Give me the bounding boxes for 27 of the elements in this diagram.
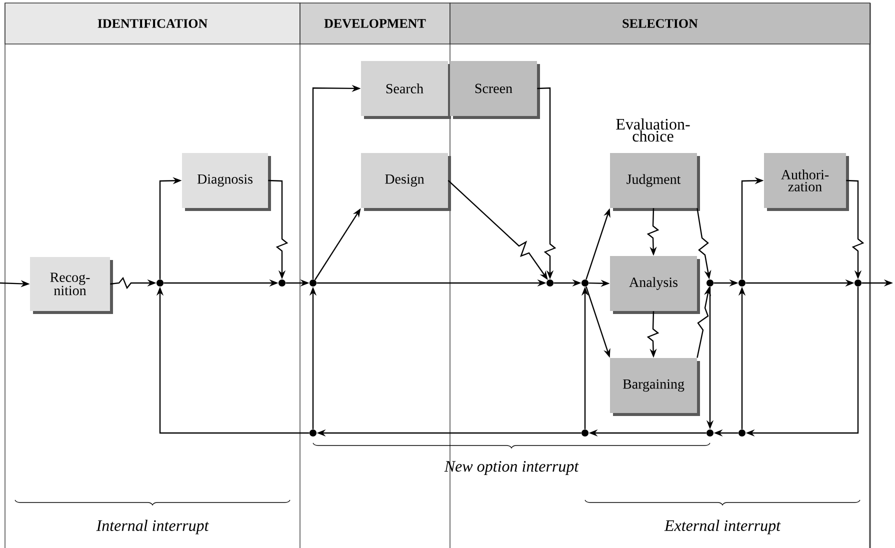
junction-dot bbox=[582, 280, 588, 286]
junction-dot bbox=[706, 280, 714, 286]
junction-dot bbox=[310, 430, 316, 436]
process-box: Bargaining bbox=[610, 358, 700, 416]
junction-dot bbox=[156, 280, 164, 286]
junction-dot bbox=[738, 280, 746, 286]
process-box: Authori- zation bbox=[764, 153, 849, 211]
process-box: Judgment bbox=[610, 153, 700, 211]
phase-header: DEVELOPMENT bbox=[300, 2, 450, 44]
process-box: Design bbox=[361, 153, 451, 211]
process-box: Diagnosis bbox=[182, 153, 271, 211]
junction-dot bbox=[582, 430, 588, 436]
interrupt-label: Internal interrupt bbox=[96, 520, 210, 534]
interrupt-label: External interrupt bbox=[664, 520, 781, 534]
junction-dot bbox=[738, 430, 746, 436]
junction-dot bbox=[310, 280, 316, 286]
junction-dot bbox=[706, 430, 714, 436]
process-box: Analysis bbox=[610, 256, 700, 314]
phase-header: IDENTIFICATION bbox=[4, 2, 300, 44]
phase-header: SELECTION bbox=[450, 2, 870, 44]
process-box: Recog- nition bbox=[30, 257, 113, 314]
junction-dot bbox=[546, 280, 554, 286]
process-box: Screen bbox=[450, 61, 540, 119]
junction-dot bbox=[854, 280, 862, 286]
group-heading: Evaluation- choice bbox=[616, 118, 690, 142]
junction-dot bbox=[278, 280, 286, 286]
process-box: Search bbox=[361, 61, 451, 119]
